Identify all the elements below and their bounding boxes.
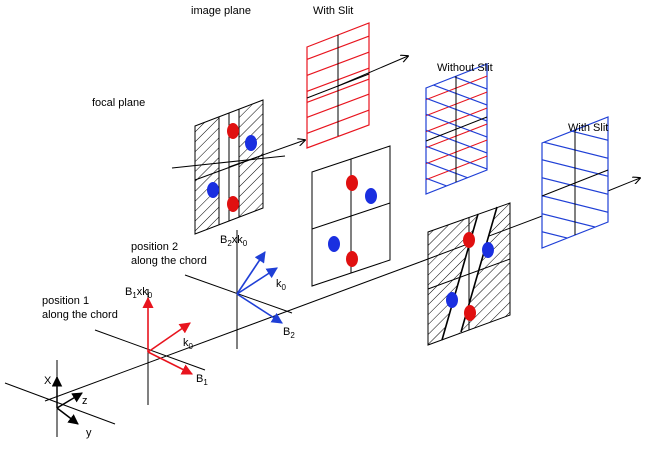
tilt-blue-dot-bottom bbox=[446, 292, 458, 308]
tilt-red-dot-bottom bbox=[464, 305, 476, 321]
coordinate-system: X z y bbox=[4, 360, 116, 439]
position-1-label-line2: along the chord bbox=[42, 309, 118, 321]
y-axis-label: y bbox=[86, 427, 92, 439]
mid-red-dot-bottom bbox=[346, 251, 358, 267]
b2xk0-vector bbox=[236, 251, 266, 295]
focal-plane-label: focal plane bbox=[92, 97, 145, 109]
without-slit-label: Without Slit bbox=[437, 62, 493, 74]
b2-label: B2 bbox=[283, 326, 295, 340]
focal-blue-dot-bottom bbox=[207, 182, 219, 198]
tilt-blue-dot-top bbox=[482, 242, 494, 258]
position-2-frame bbox=[184, 230, 293, 349]
k0-vector-1 bbox=[147, 322, 191, 353]
image-plane-with-slit bbox=[306, 22, 408, 149]
b1xk0-label: B1xk0 bbox=[125, 286, 153, 300]
middle-plane bbox=[311, 145, 391, 287]
tilt-red-dot-top bbox=[463, 232, 475, 248]
image-plane-with-slit-tilted bbox=[541, 116, 609, 249]
k0-vector-2 bbox=[236, 267, 278, 295]
chord-axis-line bbox=[44, 261, 421, 402]
position-2-label-line1: position 2 bbox=[131, 241, 178, 253]
k0-label-2: k0 bbox=[276, 278, 287, 292]
position-1-frame bbox=[94, 289, 206, 405]
b1-label: B1 bbox=[196, 373, 208, 387]
b2-vector bbox=[236, 293, 283, 324]
z-axis-label: z bbox=[82, 395, 88, 407]
focal-red-dot-bottom bbox=[227, 196, 239, 212]
b1-vector bbox=[147, 351, 194, 375]
x-axis-label: X bbox=[44, 375, 52, 387]
image-plane-without-slit bbox=[425, 63, 488, 195]
mid-red-dot-top bbox=[346, 175, 358, 191]
focal-plane bbox=[171, 99, 305, 235]
k0-label-1: k0 bbox=[183, 337, 194, 351]
position-2-label-line2: along the chord bbox=[131, 255, 207, 267]
focal-blue-dot-top bbox=[245, 135, 257, 151]
with-slit-label-2: With Slit bbox=[568, 122, 608, 134]
b2xk0-label: B2xk0 bbox=[220, 234, 248, 248]
y-axis-arrow bbox=[56, 407, 79, 425]
with-slit-label-1: With Slit bbox=[313, 5, 353, 17]
mid-blue-dot-top bbox=[365, 188, 377, 204]
z-axis-arrow bbox=[56, 392, 83, 409]
mid-blue-dot-bottom bbox=[328, 236, 340, 252]
image-plane-label: image plane bbox=[191, 5, 251, 17]
tilted-slit-plane bbox=[427, 202, 511, 346]
position-1-label-line1: position 1 bbox=[42, 295, 89, 307]
focal-red-dot-top bbox=[227, 123, 239, 139]
